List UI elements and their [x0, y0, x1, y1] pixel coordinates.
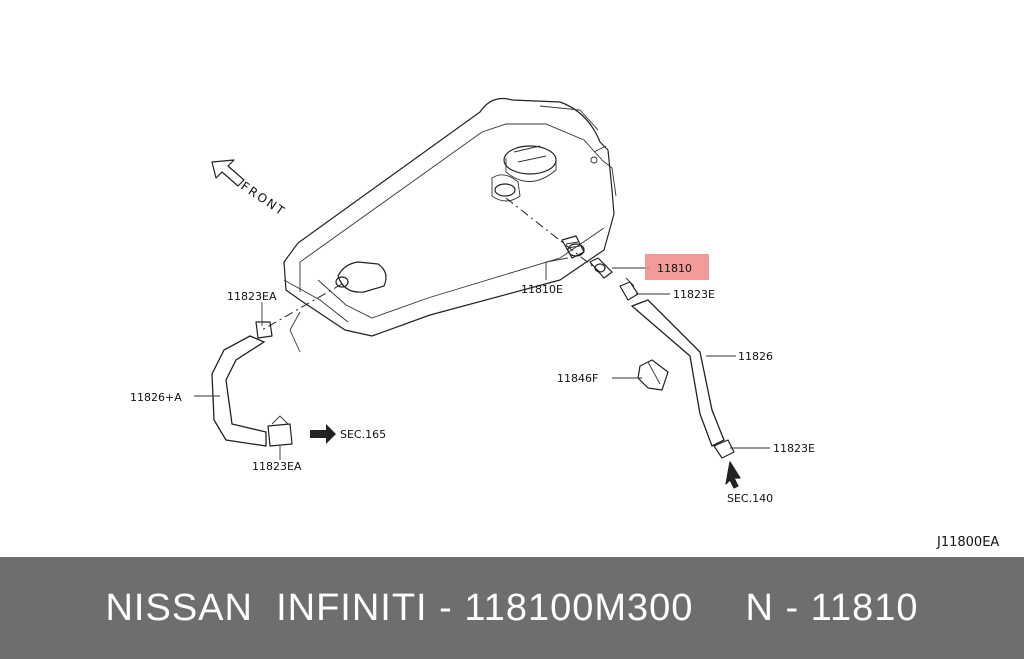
sec-140-arrow-icon: [725, 461, 741, 489]
front-label: FRONT: [238, 179, 288, 219]
clamp-upper-left-part: [255, 321, 273, 339]
pcv-valve-part: [589, 257, 613, 279]
callout-sec-140[interactable]: SEC.140: [727, 492, 773, 505]
clamp-upper-right-part: [619, 277, 639, 301]
assembly-line-left: [261, 283, 343, 331]
callout-11826[interactable]: 11826: [738, 350, 773, 363]
front-arrow-icon: [211, 159, 245, 187]
front-direction-indicator: FRONT: [211, 159, 288, 219]
engine-cover-drawing: [283, 97, 617, 353]
callout-11810[interactable]: 11810: [657, 262, 692, 275]
grommet-part: [561, 235, 585, 259]
part-number-footer: NISSAN INFINITI - 118100M300 N - 11810: [0, 557, 1024, 659]
callout-11823ea-upper[interactable]: 11823EA: [227, 290, 277, 303]
callout-sec-165[interactable]: SEC.165: [340, 428, 386, 441]
hose-right-part: [630, 299, 725, 447]
callout-11846f[interactable]: 11846F: [557, 372, 598, 385]
parts-diagram: FRONT: [130, 97, 999, 550]
callout-11823e-lower[interactable]: 11823E: [773, 442, 815, 455]
figure-code: J11800EA: [936, 535, 999, 550]
callout-11823e-upper[interactable]: 11823E: [673, 288, 715, 301]
callout-11826-a[interactable]: 11826+A: [130, 391, 182, 404]
hose-left-part: [211, 335, 267, 447]
assembly-line-right: [505, 197, 601, 273]
callout-11823ea-lower[interactable]: 11823EA: [252, 460, 302, 473]
sec-165-arrow-icon: [310, 424, 336, 444]
footer-reference-number: N - 11810: [745, 586, 919, 629]
callout-highlight: [645, 254, 709, 280]
clamp-lower-right-part: [713, 439, 735, 459]
clamp-lower-left-part: [267, 415, 293, 447]
leader-lines: [194, 257, 770, 460]
bracket-part: [637, 359, 669, 391]
callout-11810e[interactable]: 11810E: [521, 283, 563, 296]
footer-brand-part-number: NISSAN INFINITI - 118100M300: [105, 586, 694, 629]
